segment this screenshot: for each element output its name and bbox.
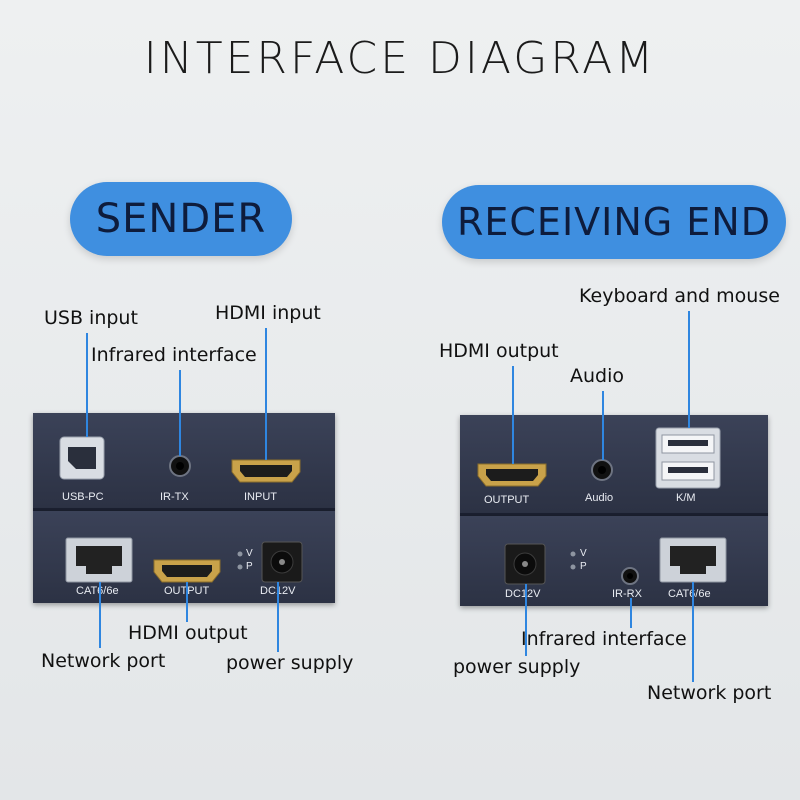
receiver-network-port-label: Network port <box>647 682 772 704</box>
sender-usb-port-label: USB-PC <box>62 491 104 503</box>
hdmi-output-port-icon <box>153 559 221 583</box>
receiver-km-port-label: K/M <box>676 492 696 504</box>
sender-heading: SENDER <box>95 196 267 242</box>
receiver-ir-port-label: IR-RX <box>612 588 642 600</box>
receiver-led-v-label: V <box>580 548 587 559</box>
leader-line <box>630 598 632 628</box>
leader-line <box>692 582 694 682</box>
dc-jack-icon <box>504 543 546 585</box>
leader-line <box>99 582 101 648</box>
hdmi-input-port-icon <box>231 459 301 483</box>
rj45-port-icon <box>659 537 727 583</box>
sender-usb-input-label: USB input <box>44 307 138 329</box>
leader-line <box>277 582 279 652</box>
led-v-icon <box>237 551 243 557</box>
led-v-icon <box>570 551 576 557</box>
sender-ir-port-label: IR-TX <box>160 491 189 503</box>
receiver-dc-port-label: DC12V <box>505 588 541 600</box>
receiver-infrared-label: Infrared interface <box>521 628 687 650</box>
leader-line <box>512 366 514 464</box>
sender-led-p-label: P <box>246 561 253 572</box>
sender-hdmi-input-label: HDMI input <box>215 302 321 324</box>
sender-hdmi-in-port-label: INPUT <box>244 491 277 503</box>
receiver-heading-pill: RECEIVING END <box>442 185 786 259</box>
receiver-audio-port-label: Audio <box>585 492 614 504</box>
ir-tx-jack-icon <box>169 455 191 477</box>
rj45-port-icon <box>65 537 133 583</box>
led-p-icon <box>570 564 576 570</box>
sender-power-supply-label: power supply <box>226 652 354 674</box>
receiver-hdmi-output-label: HDMI output <box>439 340 559 362</box>
leader-line <box>525 584 527 656</box>
leader-line <box>688 311 690 428</box>
receiver-keyboard-mouse-label: Keyboard and mouse <box>579 285 780 307</box>
sender-infrared-label: Infrared interface <box>91 344 257 366</box>
keyboard-mouse-usb-icon <box>655 427 721 489</box>
usb-b-port-icon <box>59 436 105 480</box>
receiver-power-supply-label: power supply <box>453 656 581 678</box>
sender-network-port-label: Network port <box>41 650 166 672</box>
receiver-hdmi-out-port-label: OUTPUT <box>484 494 530 506</box>
leader-line <box>265 328 267 460</box>
leader-line <box>179 370 181 456</box>
leader-line <box>186 582 188 622</box>
diagram-title: INTERFACE DIAGRAM <box>143 33 657 84</box>
ir-rx-jack-icon <box>621 567 639 585</box>
receiver-heading: RECEIVING END <box>456 200 771 244</box>
receiver-led-p-label: P <box>580 561 587 572</box>
audio-jack-icon <box>591 459 613 481</box>
led-p-icon <box>237 564 243 570</box>
sender-led-v-label: V <box>246 548 253 559</box>
sender-rj45-port-label: CAT6/6e <box>76 585 119 597</box>
hdmi-output-port-icon <box>477 463 547 487</box>
leader-line <box>86 333 88 437</box>
receiver-rj45-port-label: CAT6/6e <box>668 588 711 600</box>
leader-line <box>602 391 604 460</box>
dc-jack-icon <box>261 541 303 583</box>
sender-heading-pill: SENDER <box>70 182 292 256</box>
sender-hdmi-output-label: HDMI output <box>128 622 248 644</box>
receiver-audio-label: Audio <box>570 365 625 387</box>
